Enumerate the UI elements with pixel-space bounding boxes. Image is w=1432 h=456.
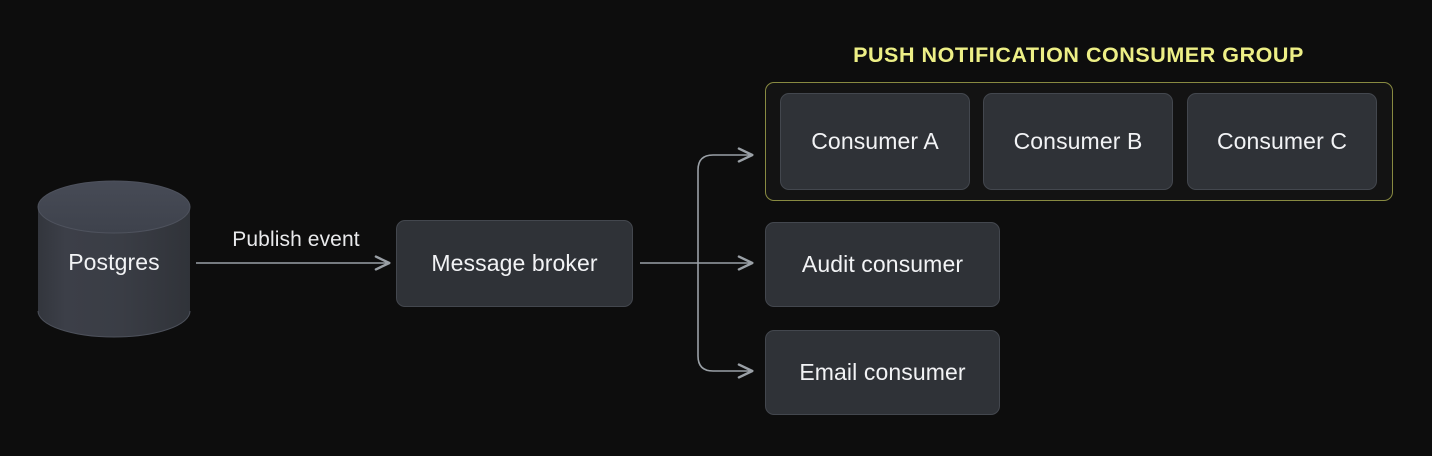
email-consumer-label: Email consumer	[799, 359, 966, 385]
postgres-label: Postgres	[68, 249, 160, 275]
audit-consumer-label: Audit consumer	[801, 251, 964, 277]
edge-to-email-consumer	[697, 262, 754, 379]
consumer-c-node[interactable]: Consumer C	[1187, 93, 1377, 190]
edge-to-consumer-group	[697, 147, 754, 264]
consumer-a-label: Consumer A	[811, 128, 939, 154]
consumer-b-node[interactable]: Consumer B	[983, 93, 1173, 190]
edge-label-publish-event: Publish event	[232, 228, 360, 251]
consumer-c-label: Consumer C	[1216, 128, 1348, 154]
message-broker-label: Message broker	[431, 250, 598, 276]
consumer-group-title: PUSH NOTIFICATION CONSUMER GROUP	[853, 43, 1304, 67]
audit-consumer-node[interactable]: Audit consumer	[765, 222, 1000, 307]
message-broker-node[interactable]: Message broker	[396, 220, 633, 307]
consumer-b-label: Consumer B	[1013, 128, 1143, 154]
consumer-a-node[interactable]: Consumer A	[780, 93, 970, 190]
email-consumer-node[interactable]: Email consumer	[765, 330, 1000, 415]
